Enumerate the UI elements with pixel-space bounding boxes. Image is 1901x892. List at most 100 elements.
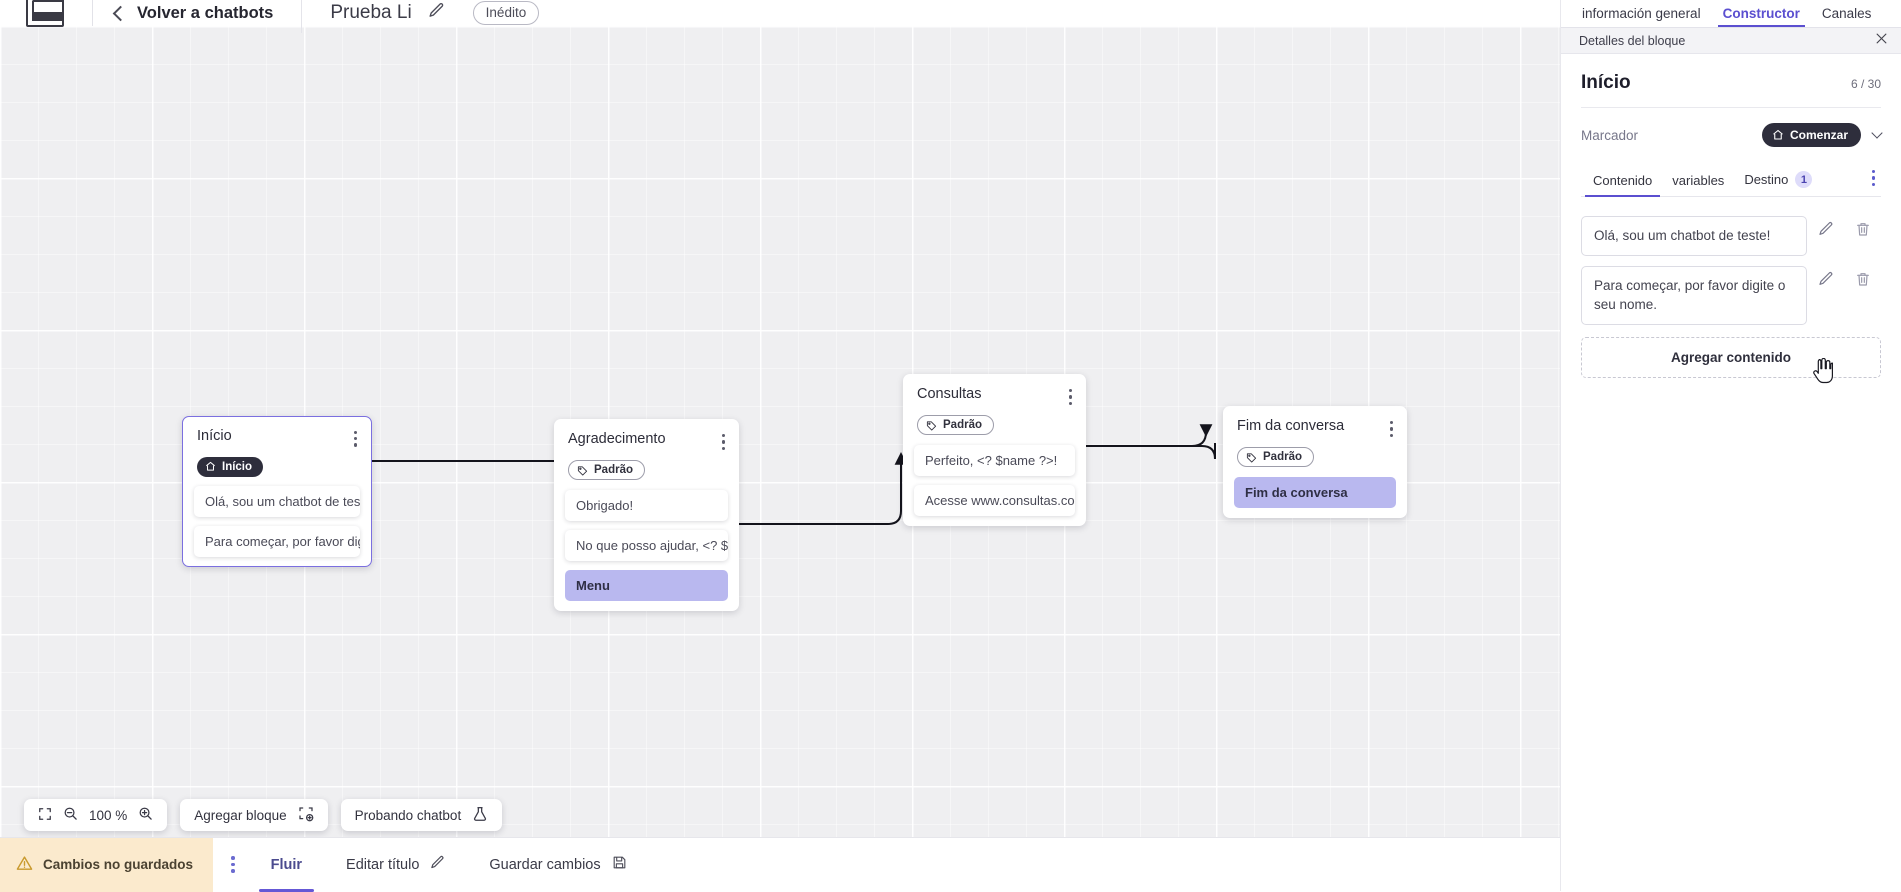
marker-label: Marcador [1581,128,1762,143]
trash-icon[interactable] [1844,271,1881,287]
subtab-label: Destino [1744,172,1788,187]
panel-body: Início 6 / 30 Marcador Comenzar Contenid… [1561,54,1901,378]
marker-badge-label: Comenzar [1790,128,1848,142]
content-text[interactable]: Olá, sou um chatbot de teste! [1581,216,1807,256]
block-title-row: Início 6 / 30 [1581,54,1881,108]
right-panel: información general Constructor Canales … [1560,0,1901,891]
node-tag-label: Padrão [594,464,633,476]
bottom-bar: Cambios no guardados Fluir Editar título… [0,837,1560,891]
chevron-left-icon [113,5,129,21]
node-tag-badge: Padrão [568,460,645,480]
node-title: Agradecimento [568,431,722,447]
tab-label: información general [1582,6,1701,21]
divider [301,0,302,33]
flow-node-agradecimento[interactable]: Agradecimento Padrão Obrigado! No que po… [554,419,739,611]
marker-row: Marcador Comenzar [1581,108,1881,160]
add-block-button[interactable]: Agregar bloque [180,799,327,831]
subtab-destino[interactable]: Destino 1 [1734,165,1822,196]
flow-canvas[interactable]: Início Início Olá, sou um chatbot de tes… [0,26,1560,863]
kebab-menu-icon[interactable] [722,434,726,450]
panel-strip: Detalles del bloque [1561,28,1901,54]
subtab-contenido[interactable]: Contenido [1583,167,1662,196]
node-title: Consultas [917,386,1069,402]
pencil-icon[interactable] [428,2,445,24]
test-chatbot-button[interactable]: Probando chatbot [341,799,503,831]
unsaved-changes-badge: Cambios no guardados [0,838,213,892]
back-label: Volver a chatbots [137,4,273,23]
fit-screen-icon[interactable] [38,807,52,824]
tag-icon [1246,452,1257,463]
canvas-toolbar: 100 % Agregar bloque Probando chatbot [24,799,502,831]
node-header: Consultas [903,386,1086,405]
pencil-icon[interactable] [1807,271,1844,287]
content-item: Olá, sou um chatbot de teste! [1581,216,1881,256]
warning-triangle-icon [16,855,33,875]
kebab-menu-icon[interactable] [1390,421,1394,437]
app-logo-icon[interactable] [26,0,64,27]
tab-label: Constructor [1723,6,1800,21]
content-actions [1807,216,1881,237]
pencil-icon[interactable] [1807,221,1844,237]
unsaved-changes-label: Cambios no guardados [43,857,193,872]
home-icon [1772,129,1784,141]
add-block-icon [298,806,314,825]
tag-icon [926,420,937,431]
flow-node-consultas[interactable]: Consultas Padrão Perfeito, <? $name ?>! … [903,374,1086,526]
kebab-menu-icon[interactable] [213,856,249,873]
add-content-button[interactable]: Agregar contenido [1581,337,1881,378]
add-block-label: Agregar bloque [194,808,286,823]
tab-canales[interactable]: Canales [1811,6,1883,27]
edit-title-button[interactable]: Editar título [324,838,467,892]
save-changes-button[interactable]: Guardar cambios [467,838,648,892]
node-tag-label: Padrão [943,419,982,431]
tab-informacion-general[interactable]: información general [1571,6,1712,27]
flow-node-fim-da-conversa[interactable]: Fim da conversa Padrão Fim da conversa [1223,406,1407,518]
node-message[interactable]: Perfeito, <? $name ?>! [914,445,1075,476]
divider [92,0,93,26]
node-tag-badge: Início [197,457,263,477]
node-message[interactable]: Acesse www.consultas.com par... [914,485,1075,516]
chevron-down-icon[interactable] [1871,127,1882,138]
marker-badge[interactable]: Comenzar [1762,123,1861,147]
content-text[interactable]: Para começar, por favor digite o seu nom… [1581,266,1807,325]
node-header: Agradecimento [554,431,739,450]
zoom-controls[interactable]: 100 % [24,799,167,831]
kebab-menu-icon[interactable] [1866,164,1881,196]
node-message[interactable]: No que posso ajudar, <? $name ... [565,530,728,561]
node-tag-label: Padrão [1263,451,1302,463]
bottom-tab-fluir[interactable]: Fluir [249,838,324,892]
zoom-in-icon[interactable] [138,806,153,824]
node-message[interactable]: Olá, sou um chatbot de teste! [194,486,360,517]
panel-strip-label: Detalles del bloque [1579,34,1874,48]
close-icon[interactable] [1874,31,1889,51]
tag-icon [577,465,588,476]
home-icon [205,461,216,472]
tab-constructor[interactable]: Constructor [1712,6,1811,27]
node-header: Início [183,428,371,447]
save-disk-icon [612,855,627,874]
tab-label: Canales [1822,6,1872,21]
panel-sub-tabs: Contenido variables Destino 1 [1581,164,1881,197]
node-message[interactable]: Obrigado! [565,490,728,521]
kebab-menu-icon[interactable] [1069,389,1073,405]
subtab-label: Contenido [1593,173,1652,188]
zoom-out-icon[interactable] [63,806,78,824]
destino-count-badge: 1 [1795,171,1812,188]
panel-tabs: información general Constructor Canales [1561,0,1901,28]
test-chatbot-label: Probando chatbot [355,808,462,823]
zoom-level-label: 100 % [89,808,127,823]
node-message[interactable]: Para começar, por favor digite o ... [194,526,360,557]
node-tag-badge: Padrão [917,415,994,435]
node-message[interactable]: Fim da conversa [1234,477,1396,508]
kebab-menu-icon[interactable] [354,431,358,447]
node-message[interactable]: Menu [565,570,728,601]
content-item: Para começar, por favor digite o seu nom… [1581,266,1881,325]
content-actions [1807,266,1881,287]
node-tag-label: Início [222,461,252,473]
back-to-chatbots-link[interactable]: Volver a chatbots [115,4,273,23]
subtab-variables[interactable]: variables [1662,167,1734,196]
flow-node-inicio[interactable]: Início Início Olá, sou um chatbot de tes… [182,416,372,567]
top-bar: Volver a chatbots Prueba Li Inédito [0,0,1560,26]
trash-icon[interactable] [1844,221,1881,237]
publish-status-badge: Inédito [473,1,540,25]
